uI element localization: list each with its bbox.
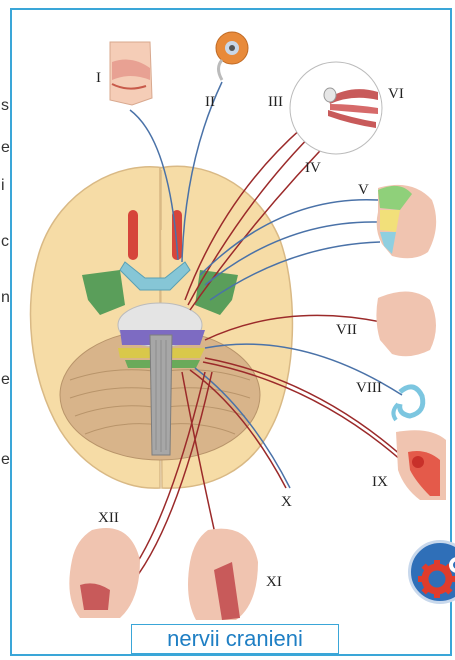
label-VI: VI [388, 86, 404, 102]
label-IV: IV [305, 160, 321, 176]
eye-muscles-illustration [290, 62, 382, 154]
olfactory-bulb-left [128, 210, 138, 260]
throat-illustration [396, 430, 446, 500]
label-XI: XI [266, 574, 282, 590]
label-X: X [281, 494, 292, 510]
gear-icon [411, 543, 455, 604]
caption-link[interactable]: nervii cranieni [131, 624, 339, 654]
face-V-illustration [377, 185, 437, 258]
label-V: V [358, 182, 369, 198]
label-VIII: VIII [356, 380, 382, 396]
label-I: I [96, 70, 101, 86]
label-XII: XII [98, 510, 119, 526]
label-VII: VII [336, 322, 357, 338]
label-II: II [205, 94, 215, 110]
eye-illustration [216, 32, 248, 80]
nose-illustration [110, 42, 152, 105]
face-VII-illustration [376, 291, 436, 356]
head-XII-illustration [69, 528, 140, 618]
label-IX: IX [372, 474, 388, 490]
label-III: III [268, 94, 283, 110]
head-XI-illustration [188, 529, 258, 620]
